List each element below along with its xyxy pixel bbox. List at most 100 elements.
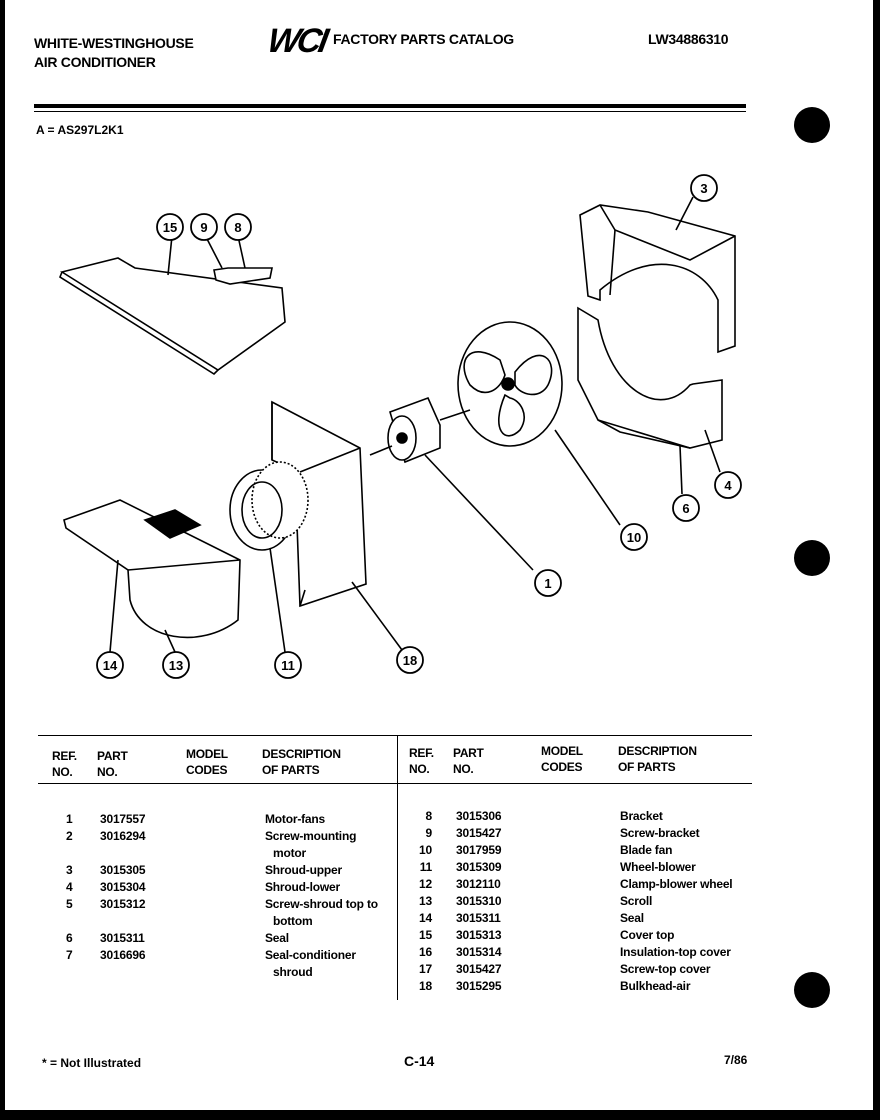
table-row-desc: Cover top — [620, 928, 675, 942]
table-top-rule — [38, 735, 752, 736]
callout-11: 11 — [281, 658, 295, 673]
part-cover-top — [59, 257, 286, 376]
page-number: C-14 — [404, 1053, 435, 1069]
table-row-desc: Shroud-lower — [265, 880, 340, 894]
table-row-ref — [66, 913, 86, 930]
table-row-desc: Wheel-blower — [620, 860, 696, 874]
table-row-part: 3015306 — [456, 809, 502, 823]
hdr-desc-right: DESCRIPTION OF PARTS — [618, 743, 697, 775]
table-row-ref: 3 — [66, 863, 73, 877]
hdr-ref-line2: NO. — [52, 765, 73, 779]
table-row-part: 3015295 — [456, 979, 502, 993]
hdr-desc-line1: DESCRIPTION — [262, 747, 341, 761]
callout-18: 18 — [403, 653, 417, 668]
catalog-title: FACTORY PARTS CATALOG — [333, 31, 514, 47]
header-rule-thick — [34, 104, 746, 108]
table-row-ref: 18 — [419, 979, 432, 993]
table-row-part — [100, 913, 145, 930]
hdr-model-left: MODEL CODES — [186, 746, 228, 778]
brand-line-1: WHITE-WESTINGHOUSE — [34, 35, 194, 51]
hdr-part-left: PART NO. — [97, 748, 128, 780]
scan-edge-bottom — [0, 1110, 880, 1120]
table-row-ref — [66, 845, 86, 862]
table-row-desc: Screw-shroud top to — [265, 897, 378, 911]
model-number: A = AS297L2K1 — [36, 123, 124, 137]
callout-1: 1 — [544, 576, 551, 591]
table-row-desc: Screw-mounting — [265, 829, 357, 843]
table-row-ref: 12 — [419, 877, 432, 891]
header-rule-thin — [34, 111, 746, 112]
callout-14: 14 — [103, 658, 118, 673]
callout-3: 3 — [700, 181, 707, 196]
part-blower-wheel — [229, 461, 309, 551]
table-row-ref: 11 — [419, 860, 432, 874]
table-row-desc: Seal-conditioner — [265, 948, 356, 962]
table-header-rule — [38, 783, 752, 784]
hdr-ref-line1: REF. — [52, 749, 77, 763]
table-row-desc: Motor-fans — [265, 812, 325, 826]
exploded-parts-diagram: 15 9 8 3 1 10 6 4 14 13 11 18 — [59, 174, 742, 679]
table-row-ref: 13 — [419, 894, 432, 908]
parts-right-desc-column: Bracket Screw-bracket Blade fan Wheel-bl… — [620, 808, 760, 995]
parts-right-partno-column: 3015306 3015427 3017959 3015309 3012110 … — [456, 808, 502, 995]
hdr-model-line1: MODEL — [186, 747, 228, 761]
table-row-part: 3015427 — [456, 962, 502, 976]
table-row-desc: Insulation-top cover — [620, 945, 731, 959]
part-scroll — [63, 499, 241, 639]
hdr-part-line1: PART — [97, 749, 128, 763]
parts-left-partno-column: 3017557 3016294 3015305 3015304 3015312 … — [100, 811, 146, 964]
table-row-part: 3015312 — [100, 897, 146, 911]
part-blade-fan — [457, 321, 563, 447]
table-row-desc: bottom — [273, 914, 313, 928]
table-row-desc: Seal — [265, 931, 289, 945]
table-row-desc: Scroll — [620, 894, 653, 908]
table-row-desc: Seal — [620, 911, 644, 925]
table-row-desc: Clamp-blower wheel — [620, 877, 733, 891]
table-row-part: 3015314 — [456, 945, 502, 959]
table-row-part: 3015304 — [100, 880, 146, 894]
table-row-desc: Blade fan — [620, 843, 673, 857]
callout-4: 4 — [724, 478, 732, 493]
hdr-model-right: MODEL CODES — [541, 743, 583, 775]
hdr-part-right: PART NO. — [453, 745, 484, 777]
table-column-divider — [397, 736, 398, 1000]
hdr-desc-line2: OF PARTS — [262, 763, 320, 777]
table-row-desc: Bulkhead-air — [620, 979, 691, 993]
hdr-part-line2: NO. — [453, 762, 474, 776]
parts-right-ref-column: 8 9 10 11 12 13 14 15 16 17 18 — [410, 808, 432, 995]
catalog-number: LW34886310 — [648, 31, 729, 47]
hdr-model-line2: CODES — [186, 763, 228, 777]
table-row-part: 3015311 — [456, 911, 501, 925]
scan-edge-left — [0, 0, 5, 1120]
part-motor — [369, 396, 471, 464]
table-row-ref: 14 — [419, 911, 432, 925]
hdr-desc-line1: DESCRIPTION — [618, 744, 697, 758]
callout-8: 8 — [234, 220, 241, 235]
table-row-ref: 4 — [66, 880, 73, 894]
table-row-ref: 9 — [425, 826, 433, 840]
hdr-model-line2: CODES — [541, 760, 583, 774]
table-row-ref: 16 — [419, 945, 432, 959]
hdr-ref-right: REF. NO. — [409, 745, 434, 777]
table-row-part: 3016696 — [100, 948, 146, 962]
brand-line-2: AIR CONDITIONER — [34, 54, 156, 70]
table-row-desc: shroud — [273, 965, 313, 979]
table-row-part: 3015313 — [456, 928, 502, 942]
table-row-desc: Shroud-upper — [265, 863, 342, 877]
table-row-desc: Screw-bracket — [620, 826, 700, 840]
hdr-ref-line2: NO. — [409, 762, 430, 776]
part-shroud-upper — [579, 204, 736, 354]
hdr-ref-line1: REF. — [409, 746, 434, 760]
table-row-ref: 2 — [66, 829, 73, 843]
footnote-not-illustrated: * = Not Illustrated — [42, 1056, 142, 1070]
table-row-desc: Bracket — [620, 809, 663, 823]
table-row-part: 3015309 — [456, 860, 502, 874]
table-row-part: 3015311 — [100, 931, 145, 945]
parts-left-desc-column: Motor-fans Screw-mounting motor Shroud-u… — [265, 811, 397, 981]
part-bulkhead — [271, 400, 367, 608]
table-row-ref: 15 — [419, 928, 432, 942]
table-row-part — [100, 845, 145, 862]
callout-6: 6 — [682, 501, 689, 516]
table-row-part: 3015305 — [100, 863, 146, 877]
callouts — [96, 174, 742, 679]
